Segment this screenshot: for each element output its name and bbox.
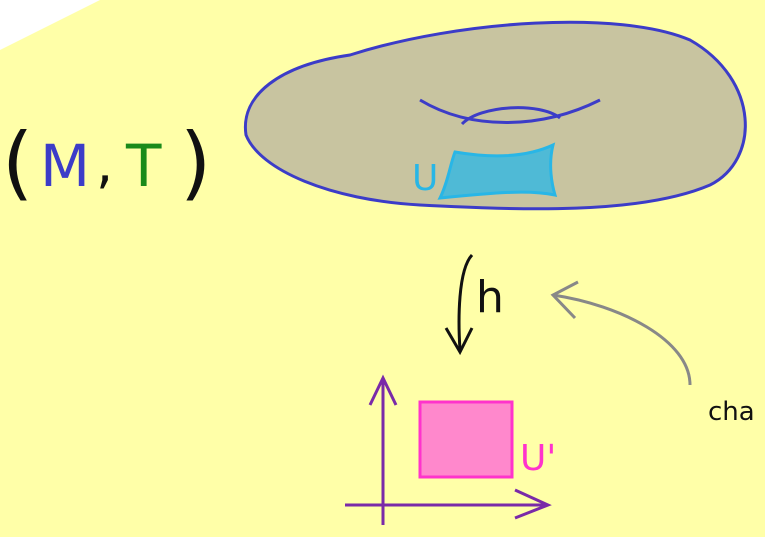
annotation-arrow-head (550, 280, 579, 320)
x-axis-arrowhead (514, 488, 552, 520)
torus-hole-inner (460, 106, 561, 126)
manifold-letter: M (40, 132, 90, 200)
image-set-label: U' (520, 438, 556, 479)
open-set-label: U (412, 158, 438, 199)
open-paren: ( (2, 116, 33, 209)
annotation-arrow (552, 293, 692, 386)
image-set (418, 400, 514, 479)
comma: , (96, 132, 113, 195)
y-axis-arrowhead (368, 374, 398, 406)
torus (243, 20, 747, 211)
torus-hole-outer (419, 98, 601, 124)
annotation-text: cha (708, 397, 755, 427)
page-corner (0, 0, 100, 50)
topology-letter: T (125, 132, 162, 200)
map-arrow (457, 253, 474, 351)
close-paren: ) (180, 116, 211, 209)
map-label: h (476, 272, 504, 323)
map-arrow-head (444, 327, 474, 356)
open-set-u (437, 142, 558, 200)
